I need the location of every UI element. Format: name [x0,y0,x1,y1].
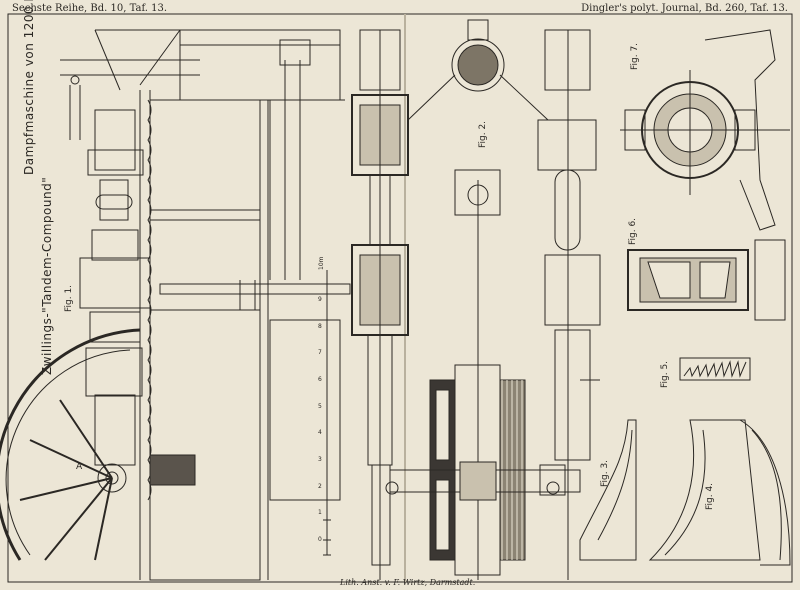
scale-bar [323,270,331,556]
fig2-drawing [351,19,601,580]
fig7-label: Fig. 7. [630,42,640,70]
scale-tick-label: 3 [318,456,322,463]
fig6-drawing [627,239,786,321]
scale-tick-label: 9 [318,296,322,303]
scale-tick-label: 7 [318,349,322,357]
fig4-drawing [648,419,791,566]
scale-tick-label: 0 [318,536,322,543]
fig1-drawing [0,29,351,581]
header-left: Sechste Reihe, Bd. 10, Taf. 13. [12,3,168,14]
fig5-label: Fig. 5. [660,360,670,388]
title-sub: Dampfmaschine von 1200 Pferd. [22,0,36,175]
fig1-label: Fig. 1. [64,284,74,312]
scale-tick-label: 6 [318,376,322,383]
scale-tick-label: 4 [318,429,322,437]
fig3-drawing [579,419,637,561]
fig2-label: Fig. 2. [478,120,488,148]
scale-tick-label: 2 [318,482,322,490]
footer-credit: Lith. Anst. v. F. Wirtz, Darmstadt. [340,578,476,587]
plate-border [7,13,793,583]
scale-unit: 10m [318,256,325,270]
fig6-label: Fig. 6. [628,217,638,245]
scale-tick-label: 8 [318,322,322,330]
scale-tick-label: 5 [318,402,322,410]
title-main: Zwillings-"Tandem-Compound" [40,176,54,375]
fig5-drawing [679,357,751,381]
fig3-label: Fig. 3. [600,459,610,487]
scale-tick-label: 1 [318,509,322,517]
fig7-drawing [620,29,790,231]
fig4-label: Fig. 4. [705,482,715,510]
header-right: Dingler's polyt. Journal, Bd. 260, Taf. … [581,3,788,14]
label-a: A [76,462,83,472]
